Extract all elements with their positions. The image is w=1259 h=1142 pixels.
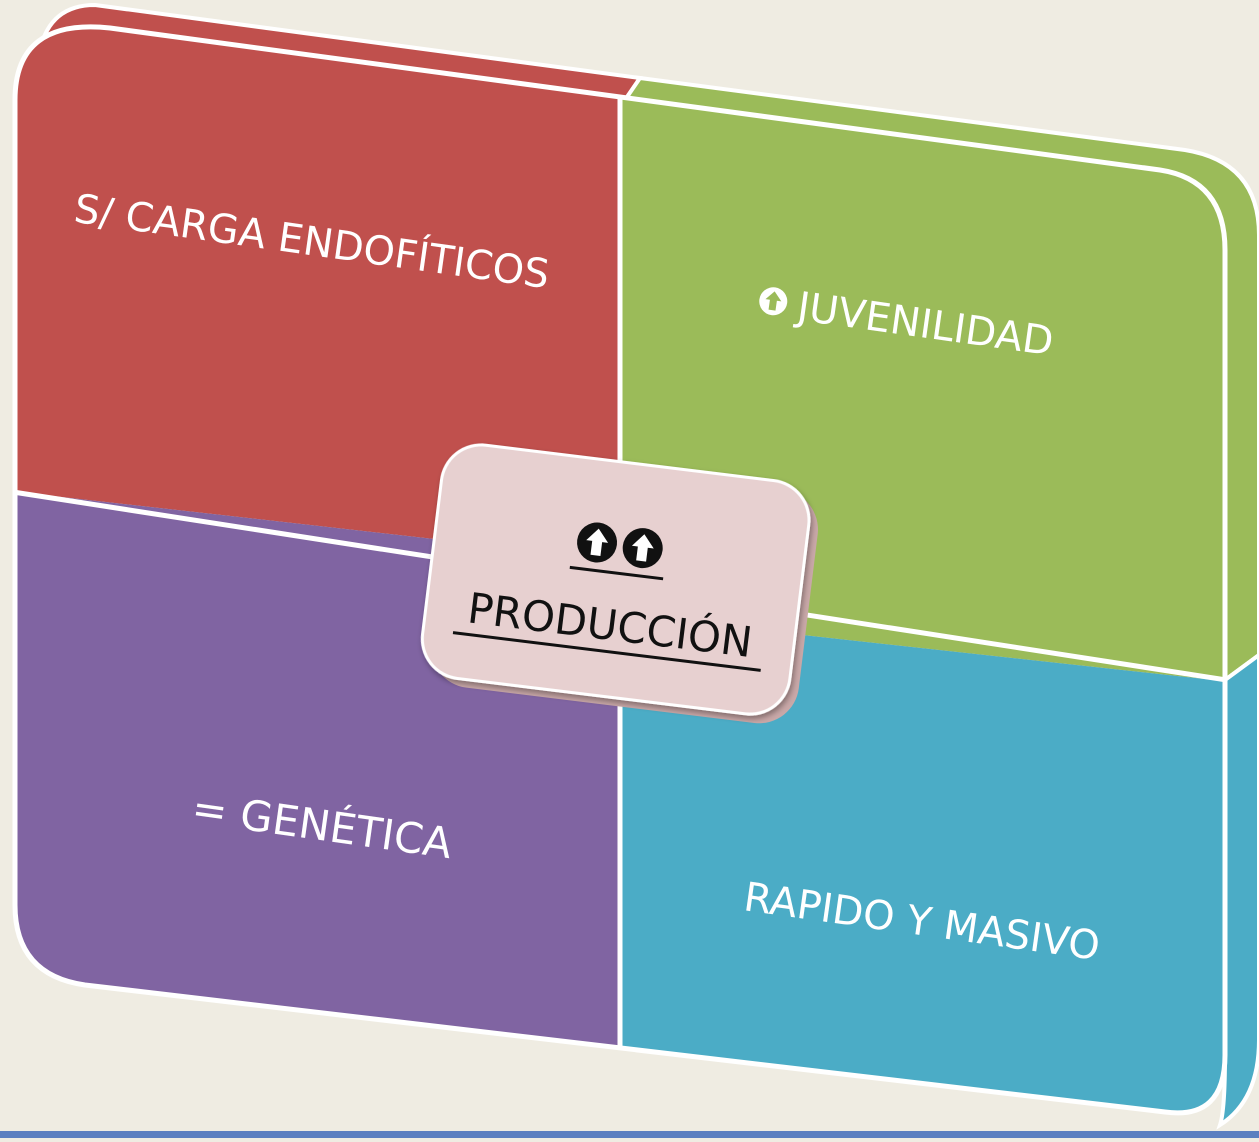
center-box: PRODUCCIÓN [420,443,818,724]
icons-underline [569,565,664,581]
up-arrow-circle-icon [577,522,618,563]
up-arrow-circle-icon [622,528,663,569]
center-label-underline [452,631,761,672]
front-face-border [12,24,1228,1116]
quadrant-bottom-right [620,615,1225,1113]
up-arrow-circle-icon [759,287,788,316]
quadrant-top-left [15,26,620,560]
center-icons [569,522,664,581]
bottom-bar [0,1131,1259,1138]
center-box-face [420,443,811,716]
